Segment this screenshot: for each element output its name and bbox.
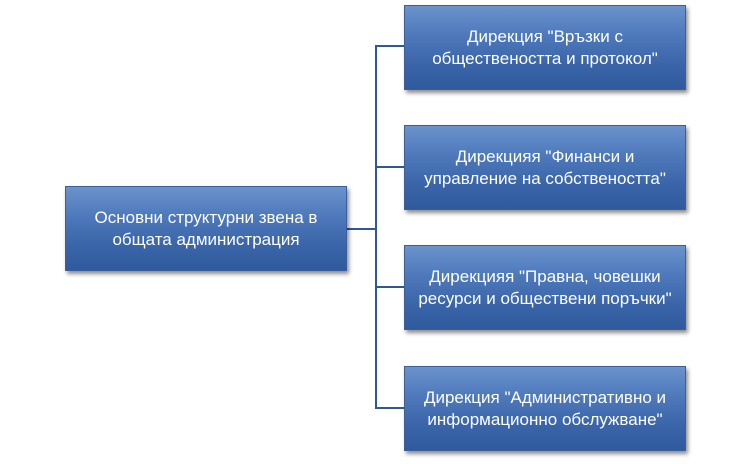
child-node-admin-services: Дирекция "Административно и информационн…	[404, 366, 686, 451]
root-node-label: Основни структурни звена в общата админи…	[94, 208, 318, 249]
child-node-label: Дирекция "Административно и информационн…	[423, 388, 667, 429]
child-node-label: Дирекцияя "Правна, човешки ресурси и общ…	[418, 267, 672, 308]
child-node-legal-hr: Дирекцияя "Правна, човешки ресурси и общ…	[404, 245, 686, 330]
child-node-label: Дирекция "Връзки с обществеността и прот…	[432, 27, 658, 68]
child-node-public-relations: Дирекция "Връзки с обществеността и прот…	[404, 5, 686, 90]
child-node-finance: Дирекцияя "Финанси и управление на собст…	[404, 125, 686, 210]
root-node: Основни структурни звена в общата админи…	[65, 186, 347, 271]
child-node-label: Дирекцияя "Финанси и управление на собст…	[424, 147, 666, 188]
